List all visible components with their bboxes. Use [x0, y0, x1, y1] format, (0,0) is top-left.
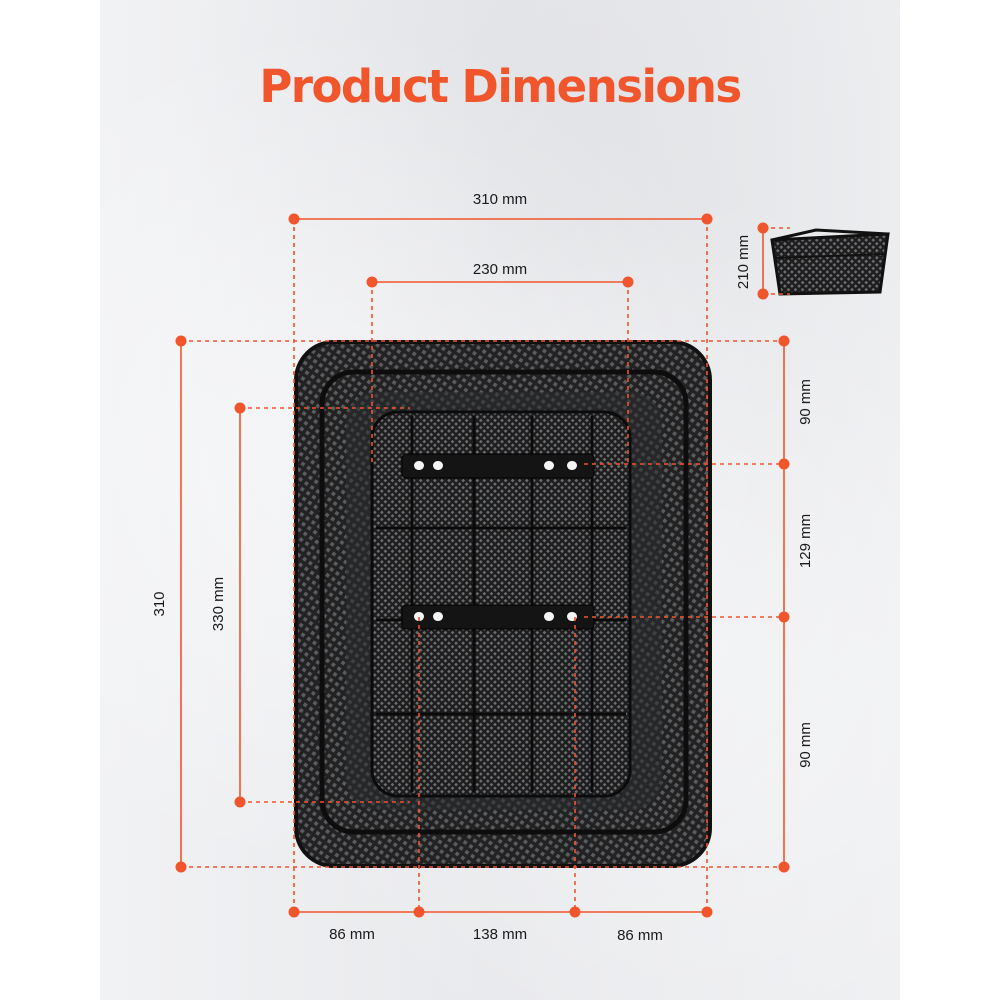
dim-right-top-segment: 90 mm	[797, 379, 814, 425]
dim-bottom-right-segment: 86 mm	[617, 927, 663, 944]
dim-bottom-middle-segment: 138 mm	[473, 926, 527, 943]
dim-right-bottom-segment: 90 mm	[797, 722, 814, 768]
dim-right-middle-segment: 129 mm	[797, 514, 814, 568]
dim-height: 210 mm	[735, 235, 752, 289]
dim-top-inner-width: 230 mm	[473, 261, 527, 278]
mounting-bracket-lower	[401, 604, 595, 630]
basket-top-view	[294, 340, 712, 868]
dim-bottom-left-segment: 86 mm	[329, 926, 375, 943]
basket-floor-panel	[370, 410, 632, 798]
dim-left-inner-length: 330 mm	[210, 577, 227, 631]
page-title: Product Dimensions	[259, 60, 742, 113]
mounting-bracket-upper	[401, 453, 595, 479]
dim-top-outer-width: 310 mm	[473, 191, 527, 208]
basket-side-view	[770, 228, 890, 296]
dim-left-outer-length: 310	[151, 591, 168, 616]
